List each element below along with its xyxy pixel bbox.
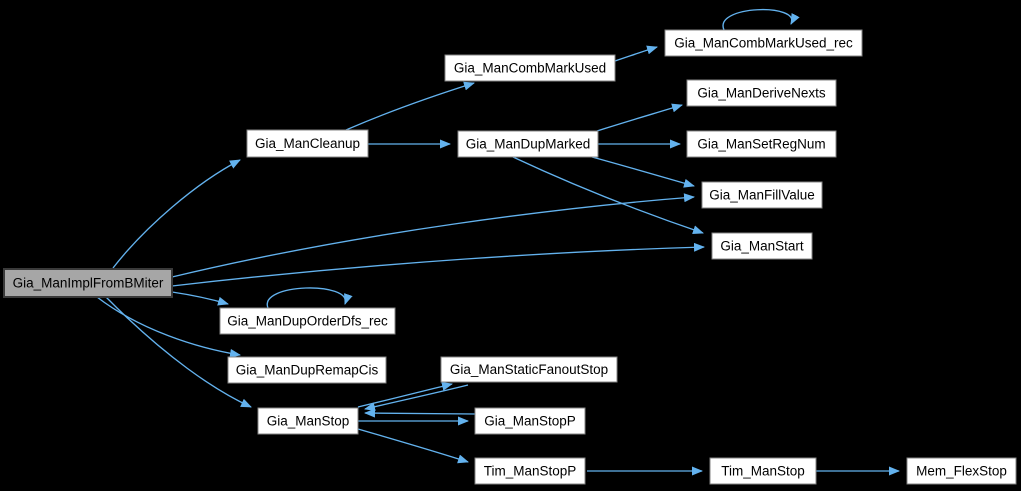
- node-box-Gia_ManSetRegNum[interactable]: [686, 130, 837, 158]
- node-box-Gia_ManDupMarked[interactable]: [457, 130, 599, 158]
- node-Gia_ManStopP[interactable]: Gia_ManStopP: [474, 407, 586, 435]
- node-label-Gia_ManStart: Gia_ManStart: [720, 239, 804, 254]
- node-label-Gia_ManDupRemapCis: Gia_ManDupRemapCis: [236, 363, 379, 378]
- node-Gia_ManDupOrderDfs_rec[interactable]: Gia_ManDupOrderDfs_rec: [219, 307, 396, 335]
- node-box-Gia_ManCombMarkUsed[interactable]: [444, 54, 616, 82]
- edge-Gia_ManCombMarkUsed-to-Gia_ManCombMarkUsed_rec: [614, 45, 658, 62]
- node-label-Gia_ManCombMarkUsed_rec: Gia_ManCombMarkUsed_rec: [674, 36, 853, 51]
- node-label-Tim_ManStop: Tim_ManStop: [721, 464, 805, 479]
- node-box-Gia_ManDeriveNexts[interactable]: [686, 79, 837, 107]
- node-label-Gia_ManCleanup: Gia_ManCleanup: [255, 136, 360, 151]
- node-Gia_ManStart[interactable]: Gia_ManStart: [711, 232, 813, 260]
- edge-Gia_ManDupOrderDfs_rec-to-Gia_ManDupOrderDfs_rec: [266, 287, 353, 309]
- edge-Gia_ManImplFromBMiter-to-Gia_ManDupRemapCis: [96, 296, 241, 358]
- edge-Gia_ManStop-to-Tim_ManStopP: [357, 428, 469, 464]
- node-box-Tim_ManStop[interactable]: [709, 457, 817, 485]
- node-label-Mem_FlexStop: Mem_FlexStop: [916, 464, 1007, 479]
- node-box-Gia_ManDupOrderDfs_rec[interactable]: [219, 307, 396, 335]
- node-box-Gia_ManImplFromBMiter: [3, 268, 173, 298]
- node-Gia_ManStaticFanoutStop[interactable]: Gia_ManStaticFanoutStop: [440, 356, 618, 383]
- node-Gia_ManDupRemapCis[interactable]: Gia_ManDupRemapCis: [227, 356, 387, 384]
- edge-Gia_ManImplFromBMiter-to-Gia_ManStop: [105, 296, 252, 408]
- node-box-Gia_ManFillValue[interactable]: [701, 181, 823, 209]
- node-Gia_ManCombMarkUsed[interactable]: Gia_ManCombMarkUsed: [444, 54, 616, 82]
- edge-Gia_ManStopP-to-Gia_ManStop: [364, 408, 476, 418]
- edge-Gia_ManStaticFanoutStop-to-Gia_ManStop: [364, 384, 469, 412]
- edge-Gia_ManImplFromBMiter-to-Gia_ManDupOrderDfs_rec: [171, 291, 229, 306]
- node-label-Gia_ManStop: Gia_ManStop: [267, 414, 350, 429]
- edge-Gia_ManImplFromBMiter-to-Gia_ManStart: [171, 242, 705, 287]
- node-box-Gia_ManCleanup[interactable]: [246, 129, 369, 158]
- node-label-Gia_ManSetRegNum: Gia_ManSetRegNum: [697, 137, 825, 152]
- node-Gia_ManStop[interactable]: Gia_ManStop: [257, 407, 359, 435]
- node-box-Gia_ManStopP[interactable]: [474, 407, 586, 435]
- node-Gia_ManFillValue[interactable]: Gia_ManFillValue: [701, 181, 823, 209]
- node-box-Tim_ManStopP[interactable]: [474, 457, 586, 485]
- edge-Gia_ManCleanup-to-Gia_ManCombMarkUsed: [345, 81, 475, 131]
- node-box-Gia_ManDupRemapCis[interactable]: [227, 356, 387, 384]
- node-box-Gia_ManStop[interactable]: [257, 407, 359, 435]
- node-label-Gia_ManStopP: Gia_ManStopP: [484, 414, 576, 429]
- node-Gia_ManSetRegNum[interactable]: Gia_ManSetRegNum: [686, 130, 837, 158]
- edge-Gia_ManDupMarked-to-Gia_ManFillValue: [591, 156, 695, 188]
- node-label-Gia_ManDupMarked: Gia_ManDupMarked: [466, 137, 591, 152]
- node-Gia_ManDupMarked[interactable]: Gia_ManDupMarked: [457, 130, 599, 158]
- edge-Gia_ManDupMarked-to-Gia_ManDeriveNexts: [596, 103, 683, 132]
- node-label-Tim_ManStopP: Tim_ManStopP: [484, 464, 577, 479]
- node-Gia_ManDeriveNexts[interactable]: Gia_ManDeriveNexts: [686, 79, 837, 107]
- edge-Gia_ManCombMarkUsed_rec-to-Gia_ManCombMarkUsed_rec: [722, 9, 800, 31]
- edge-Gia_ManImplFromBMiter-to-Gia_ManFillValue: [171, 193, 695, 278]
- node-label-Gia_ManFillValue: Gia_ManFillValue: [709, 188, 815, 203]
- node-label-Gia_ManDeriveNexts: Gia_ManDeriveNexts: [697, 86, 826, 101]
- node-label-Gia_ManImplFromBMiter: Gia_ManImplFromBMiter: [13, 276, 164, 291]
- node-Gia_ManImplFromBMiter: Gia_ManImplFromBMiter: [3, 268, 173, 298]
- edge-Gia_ManStop-to-Gia_ManStaticFanoutStop: [357, 381, 453, 408]
- node-Gia_ManCombMarkUsed_rec[interactable]: Gia_ManCombMarkUsed_rec: [664, 29, 863, 57]
- node-Tim_ManStopP[interactable]: Tim_ManStopP: [474, 457, 586, 485]
- edge-Gia_ManDupMarked-to-Gia_ManStart: [512, 156, 704, 235]
- node-label-Gia_ManCombMarkUsed: Gia_ManCombMarkUsed: [454, 61, 606, 76]
- node-box-Mem_FlexStop[interactable]: [906, 457, 1017, 485]
- node-label-Gia_ManDupOrderDfs_rec: Gia_ManDupOrderDfs_rec: [227, 314, 388, 329]
- node-box-Gia_ManCombMarkUsed_rec[interactable]: [664, 29, 863, 57]
- node-box-Gia_ManStart[interactable]: [711, 232, 813, 260]
- node-Gia_ManCleanup[interactable]: Gia_ManCleanup: [246, 129, 369, 158]
- node-Mem_FlexStop[interactable]: Mem_FlexStop: [906, 457, 1017, 485]
- node-Tim_ManStop[interactable]: Tim_ManStop: [709, 457, 817, 485]
- node-box-Gia_ManStaticFanoutStop[interactable]: [440, 356, 618, 383]
- edge-Gia_ManImplFromBMiter-to-Gia_ManCleanup: [112, 159, 241, 269]
- node-label-Gia_ManStaticFanoutStop: Gia_ManStaticFanoutStop: [450, 362, 608, 377]
